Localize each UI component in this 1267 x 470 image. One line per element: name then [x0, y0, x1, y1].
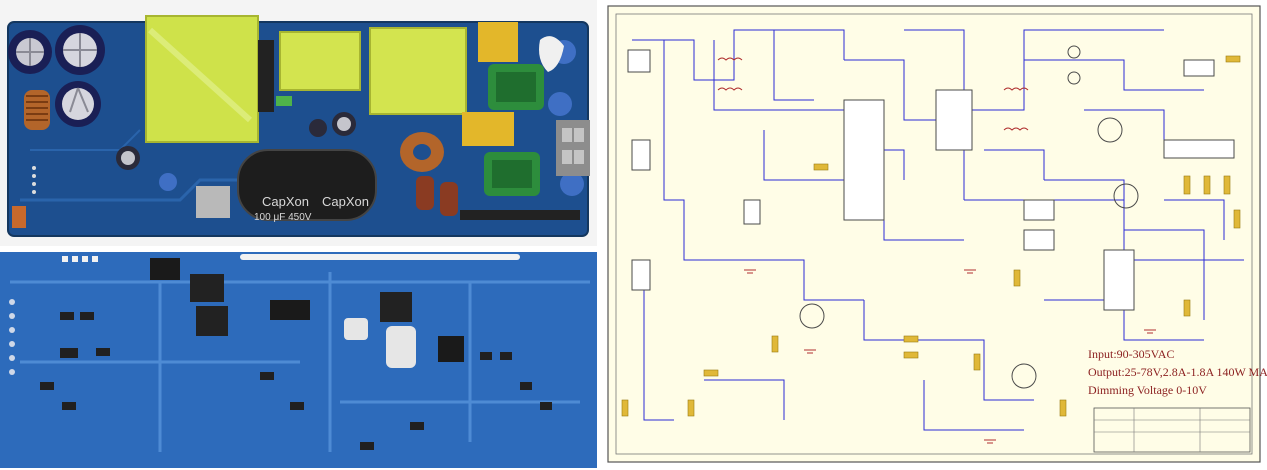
electrolytic-capacitor-1 — [8, 30, 52, 74]
schematic-components — [627, 49, 1235, 311]
output-transformer — [1183, 59, 1215, 77]
heatsink-plate — [196, 186, 230, 218]
schematic-drawing: Input:90-305VAC Output:25-78V,2.8A-1.8A … — [604, 0, 1267, 470]
circuit-schematic: Input:90-305VAC Output:25-78V,2.8A-1.8A … — [604, 0, 1267, 470]
spec-output-text: Output:25-78V,2.8A-1.8A 140W MAX — [1088, 365, 1267, 379]
small-capacitor — [116, 146, 140, 170]
common-mode-choke-bottom — [484, 152, 540, 196]
soic-ic — [270, 300, 310, 320]
pcb-bottom-photo — [0, 252, 597, 468]
opto-coupler-1 — [743, 199, 761, 225]
black-strip — [460, 210, 580, 220]
spec-input-text: Input:90-305VAC — [1088, 347, 1174, 361]
transformer-large — [145, 15, 259, 143]
mosfet-4 — [438, 336, 464, 362]
bridge-rectifier — [627, 49, 651, 73]
dimming-ic — [1103, 249, 1135, 311]
connector-pads — [621, 55, 1241, 417]
solder-blob-2 — [386, 326, 416, 368]
transistor-q3-symbol — [1113, 183, 1139, 209]
mosfet-2 — [196, 306, 228, 336]
opto-coupler-3 — [1023, 229, 1055, 251]
output-connector-block — [1163, 139, 1235, 159]
capacitor-brand-label-repeat: CapXon — [322, 194, 369, 209]
small-capacitor-2 — [309, 119, 327, 137]
y-capacitor-2 — [548, 92, 572, 116]
toroid-inductor-right — [400, 132, 444, 172]
electrolytic-capacitor-3 — [55, 81, 101, 127]
electrolytic-capacitor-2 — [55, 25, 105, 75]
transformer-right — [369, 27, 467, 115]
film-capacitor-2 — [440, 182, 458, 216]
transformer-mid — [279, 31, 361, 91]
green-component — [276, 96, 292, 106]
inductor-coils — [717, 57, 1029, 131]
mosfet-3 — [380, 292, 412, 322]
mosfet-symbol-2 — [1067, 71, 1081, 85]
bulk-capacitor — [237, 149, 377, 221]
header-pins — [12, 206, 26, 228]
white-wire — [539, 36, 564, 72]
mosfet-symbol-1 — [1067, 45, 1081, 59]
smd-ic-1 — [150, 258, 180, 280]
controller-ic — [843, 99, 885, 221]
y-capacitor-4 — [159, 173, 177, 191]
opto-coupler-2 — [1023, 199, 1055, 221]
transistor-q4-symbol — [1097, 117, 1123, 143]
solder-blob-1 — [344, 318, 368, 340]
driver-ic — [935, 89, 973, 151]
transformer-primary — [631, 139, 651, 171]
transistor-q1-symbol — [799, 303, 825, 329]
schematic-sheet — [607, 5, 1261, 463]
title-block — [1093, 407, 1251, 453]
pcb-top-photo: CapXon CapXon 100 μF 450V — [0, 0, 597, 246]
capacitor-rating-label: 100 μF 450V — [254, 212, 312, 223]
transformer-aux — [631, 259, 651, 291]
pcb-top-illustration: CapXon CapXon 100 μF 450V — [0, 0, 597, 246]
ground-symbols — [744, 269, 1156, 444]
mosfet-1 — [190, 274, 224, 302]
x-capacitor-1 — [478, 22, 518, 62]
input-connector — [556, 120, 590, 176]
film-capacitor-1 — [416, 176, 434, 210]
capacitor-brand-label: CapXon — [262, 194, 309, 209]
x-capacitor-2 — [462, 112, 514, 146]
y-capacitor-3 — [560, 172, 584, 196]
spec-dimming-text: Dimming Voltage 0-10V — [1088, 383, 1207, 397]
transistor-q2-symbol — [1011, 363, 1037, 389]
toroid-inductor-left — [24, 90, 50, 130]
common-mode-choke-top — [488, 64, 544, 110]
schematic-inner-border — [615, 13, 1253, 455]
pcb-bottom-illustration — [0, 252, 597, 468]
